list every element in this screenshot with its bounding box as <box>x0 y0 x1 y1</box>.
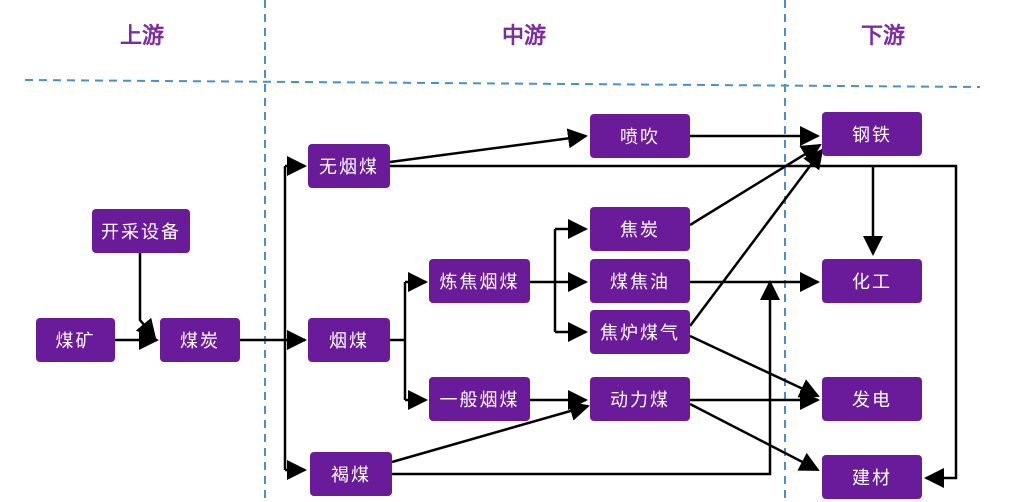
arrow-equipment-to-coal <box>135 252 157 340</box>
node-bituminous: 烟煤 <box>308 318 390 362</box>
node-coal-mine: 煤矿 <box>36 318 115 362</box>
arrow-gas-to-power <box>689 334 820 398</box>
arrow-thermal-to-building <box>689 402 820 472</box>
arrow-anthracite-to-injection <box>389 128 588 164</box>
stage-dividers <box>24 0 981 502</box>
node-coal: 煤炭 <box>160 318 240 362</box>
arrow-anthracite-to-building <box>390 164 958 488</box>
arrow-lignite-to-chemical <box>392 280 780 476</box>
stage-midstream-label: 中游 <box>501 24 547 49</box>
header-divider <box>24 79 981 88</box>
node-anthracite: 无烟煤 <box>308 144 390 188</box>
node-steel: 钢铁 <box>822 112 922 156</box>
node-coke-oven-gas: 焦炉煤气 <box>590 310 690 354</box>
node-coke: 焦炭 <box>590 207 690 251</box>
arrow-lignite-to-thermal <box>391 401 590 464</box>
node-power: 发电 <box>822 377 922 421</box>
node-mining-equipment: 开采设备 <box>92 209 190 253</box>
arrow-gas-to-steel <box>689 148 824 327</box>
node-thermal-coal: 动力煤 <box>590 377 690 421</box>
stage-upstream-label: 上游 <box>119 24 165 49</box>
node-lignite: 褐煤 <box>310 452 392 496</box>
node-injection: 喷吹 <box>590 114 690 158</box>
connectors <box>115 126 958 488</box>
stage-downstream-label: 下游 <box>860 24 906 49</box>
arrow-coke-to-steel <box>689 143 822 227</box>
node-building-materials: 建材 <box>822 455 922 499</box>
node-general-bituminous: 一般烟煤 <box>429 377 530 421</box>
node-coking-coal: 炼焦烟煤 <box>429 259 530 303</box>
node-coal-tar: 煤焦油 <box>590 259 690 303</box>
node-chemical: 化工 <box>822 259 922 303</box>
